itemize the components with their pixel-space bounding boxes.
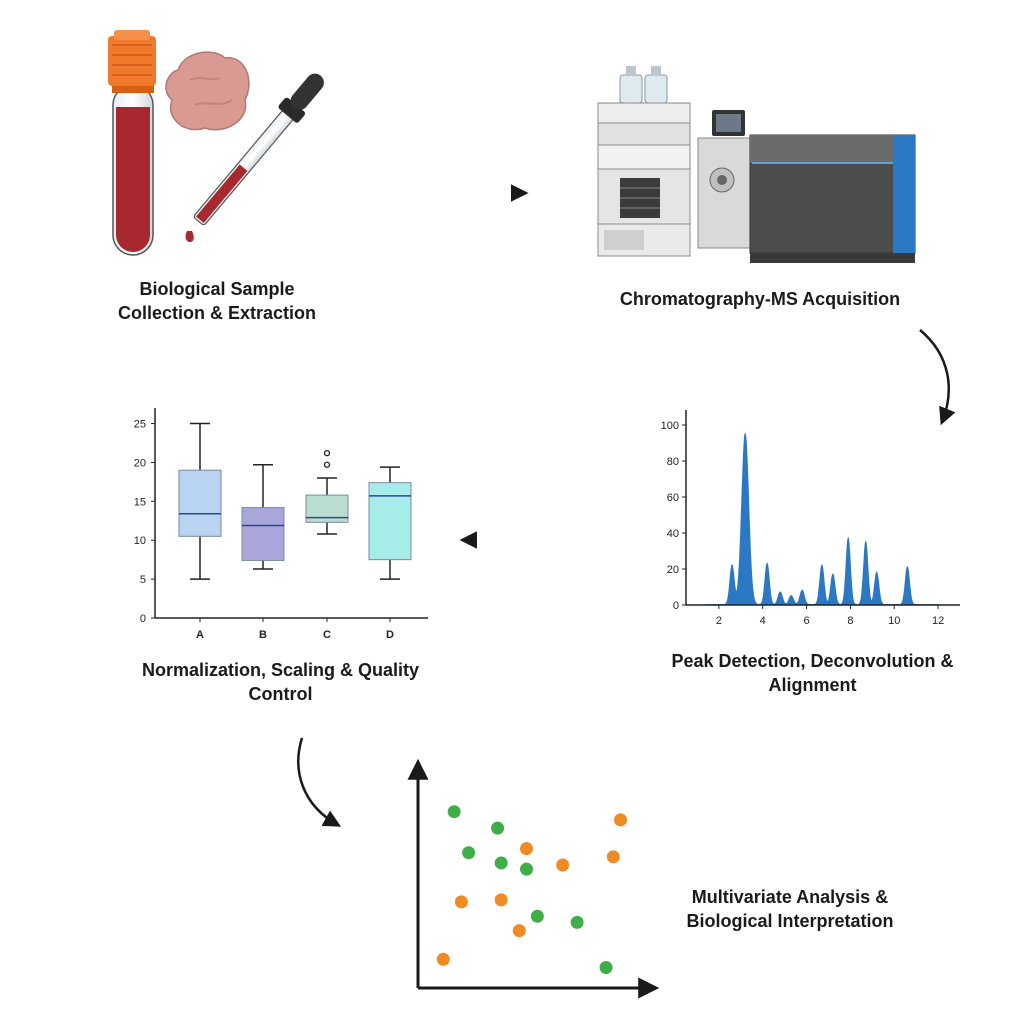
- dropper-icon: [185, 73, 324, 242]
- y-tick-label: 80: [667, 456, 679, 468]
- x-tick-label: B: [259, 629, 267, 641]
- scatter-point-orange: [614, 813, 628, 827]
- y-tick-label: 5: [140, 574, 146, 586]
- scatter-point-green: [530, 909, 544, 923]
- caption-line: Biological Sample: [139, 279, 295, 299]
- scatter-point-green: [447, 805, 461, 819]
- scatter-point-orange: [454, 895, 468, 909]
- caption-line: Normalization, Scaling & Quality: [141, 660, 420, 680]
- scatter-point-green: [462, 846, 476, 860]
- box-rect: [178, 469, 222, 537]
- y-tick-label: 40: [667, 528, 679, 540]
- scatter-point-green: [494, 856, 508, 870]
- box-C: C: [305, 449, 349, 641]
- x-tick-label: C: [323, 629, 331, 641]
- y-tick-label: 0: [140, 613, 146, 625]
- boxplot-chart: 0 5 10 15 20 25A B C D: [134, 408, 428, 641]
- scatter-point-green: [520, 862, 533, 876]
- caption-line: Multivariate Analysis &: [691, 887, 889, 907]
- scatter-point-orange: [512, 924, 526, 938]
- x-tick-label: 8: [847, 615, 853, 627]
- arrow-acquisition-to-peak: [919, 329, 956, 426]
- y-tick-label: 20: [667, 564, 679, 576]
- scatter-point-orange: [520, 842, 533, 856]
- tissue-sample-icon: [165, 51, 250, 131]
- caption-line: Peak Detection, Deconvolution &: [671, 651, 954, 671]
- scatter-chart: [407, 758, 660, 999]
- y-tick-label: 0: [673, 600, 679, 612]
- caption-collection: Biological Sample Collection & Extractio…: [82, 277, 352, 325]
- y-tick-label: 15: [134, 496, 146, 508]
- caption-line: Alignment: [768, 675, 857, 695]
- x-tick-label: A: [196, 629, 204, 641]
- chromatogram-trace: [705, 432, 939, 606]
- x-tick-label: 6: [803, 615, 809, 627]
- arrow-normalization-to-multivariate: [297, 737, 342, 827]
- lc-ms-instrument-icon: [597, 66, 916, 263]
- caption-normalization: Normalization, Scaling & Quality Control: [118, 658, 443, 706]
- box-A: A: [178, 422, 222, 641]
- scatter-point-orange: [606, 850, 620, 864]
- caption-multivariate: Multivariate Analysis & Biological Inter…: [665, 885, 915, 933]
- scatter-point-orange: [556, 858, 570, 872]
- x-tick-label: 2: [716, 615, 722, 627]
- scatter-point-green: [599, 961, 613, 974]
- scatter-point-green: [570, 915, 584, 929]
- y-tick-label: 10: [134, 535, 146, 547]
- scatter-point-orange: [436, 952, 450, 966]
- box-D: D: [368, 466, 412, 641]
- outlier-point: [323, 449, 331, 457]
- x-tick-label: D: [386, 629, 394, 641]
- caption-line: Chromatography-MS Acquisition: [619, 289, 901, 309]
- caption-line: Collection & Extraction: [117, 303, 317, 323]
- caption-line: Control: [248, 684, 313, 704]
- box-rect: [241, 507, 285, 561]
- blood-tube-icon: [108, 30, 156, 256]
- x-tick-label: 4: [760, 615, 766, 627]
- outlier-point: [323, 461, 331, 468]
- box-rect: [368, 482, 412, 561]
- chromatogram-chart: 0 20 40 60 80 100 2 4 6 8 10 12: [661, 410, 960, 627]
- caption-peak: Peak Detection, Deconvolution & Alignmen…: [650, 649, 975, 697]
- caption-acquisition: Chromatography-MS Acquisition: [585, 287, 935, 311]
- scatter-point-green: [491, 821, 505, 835]
- x-tick-label: 12: [932, 615, 944, 627]
- y-tick-label: 100: [661, 420, 679, 432]
- y-tick-label: 20: [134, 457, 146, 469]
- x-tick-label: 10: [888, 615, 900, 627]
- box-B: B: [241, 464, 285, 641]
- caption-line: Biological Interpretation: [686, 911, 894, 931]
- y-tick-label: 25: [134, 419, 146, 431]
- scatter-point-orange: [494, 893, 508, 907]
- y-tick-label: 60: [667, 492, 679, 504]
